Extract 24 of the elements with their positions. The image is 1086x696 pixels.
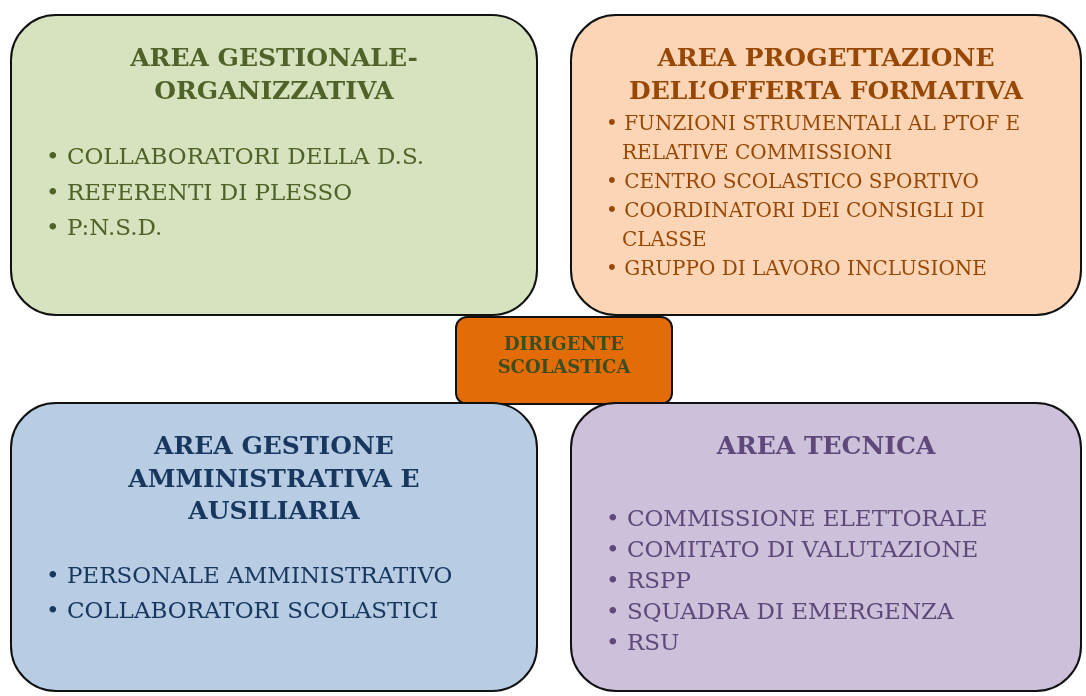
title-text: DIRIGENTE SCOLASTICA [496,332,632,379]
bullet-item: • CENTRO SCOLASTICO SPORTIVO [606,168,980,195]
bullet-item: • P:N.S.D. [46,213,164,243]
area-panel [570,402,1082,692]
bullet-item: • COORDINATORI DEI CONSIGLI DI CLASSE [606,197,986,253]
area-heading: AREA PROGETTAZIONE DELL’OFFERTA FORMATIVA [628,42,1025,107]
bullet-item: • PERSONALE AMMINISTRATIVO [46,560,454,590]
area-heading: AREA GESTIONE AMMINISTRATIVA E AUSILIARIA [127,430,421,527]
bullet-item: • RSU [606,627,681,657]
bullet-item: • COMITATO DI VALUTAZIONE [606,534,980,564]
bullet-item: • COLLABORATORI SCOLASTICI [46,596,440,626]
bullet-item: • RSPP [606,565,692,595]
area-panel [10,14,538,316]
bullet-item: • COLLABORATORI DELLA D.S. [46,142,426,171]
bullet-item: • REFERENTI DI PLESSO [46,177,354,207]
area-panel [10,402,538,692]
bullet-item: • FUNZIONI STRUMENTALI AL PTOF E RELATIVE COMMISSIONI [606,110,1022,166]
bullet-item: • SQUADRA DI EMERGENZA [606,596,955,626]
area-panel [570,14,1082,316]
bullet-item: • COMMISSIONE ELETTORALE [606,503,989,533]
area-heading: AREA TECNICA [715,430,937,462]
bullet-item: • GRUPPO DI LAVORO INCLUSIONE [606,255,988,282]
area-heading: AREA GESTIONALE-ORGANIZZATIVA [129,42,419,107]
title-box [455,316,673,405]
